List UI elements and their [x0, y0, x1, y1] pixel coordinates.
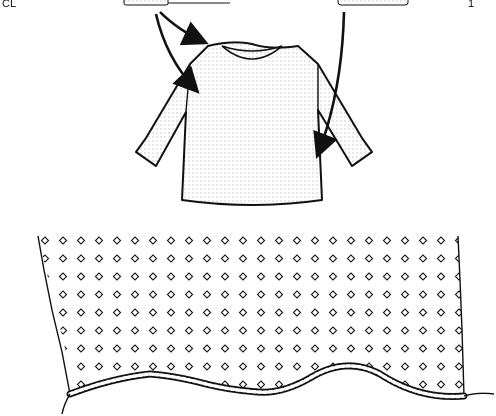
edging-tail-left — [62, 394, 70, 414]
fabric-panel — [38, 236, 464, 397]
top-fragment-box-right — [338, 0, 408, 5]
diamond-knit-fabric-swatch — [38, 236, 464, 397]
top-fragment-text: CL — [2, 0, 16, 10]
long-sleeve-shirt-icon — [136, 42, 372, 205]
edging-tail-right — [464, 393, 494, 396]
shirt-body — [136, 42, 372, 205]
top-right-fragment-text: 1 — [468, 0, 474, 10]
arrow-to-neckline — [160, 12, 204, 42]
top-fragments: CL 1 — [2, 0, 474, 10]
top-fragment-box-left — [124, 0, 168, 5]
